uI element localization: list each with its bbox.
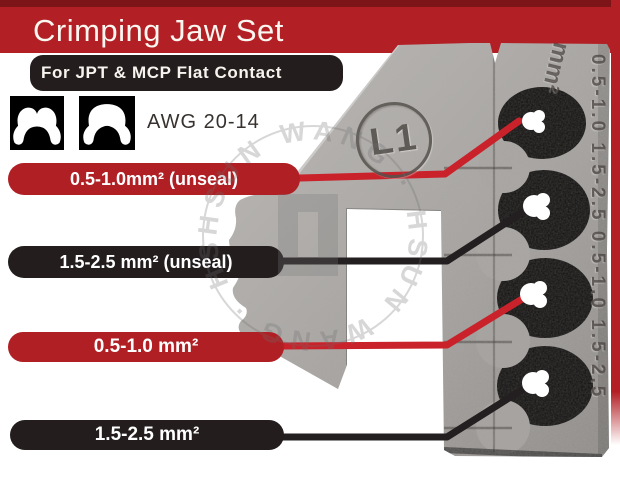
callout-pill-2: 1.5-2.5 mm² (unseal) (8, 246, 284, 278)
jaw-sizes-engraving: 0.5-1.0 1.5-2.5 0.5-1.0 1.5-2.5 (587, 54, 608, 400)
hsun-wang-watermark: HSUN WANG · HSUN WANG · HSUN WANG · (190, 118, 434, 357)
header-band-top-edge (0, 0, 620, 7)
page-title: Crimping Jaw Set (33, 13, 284, 48)
callout-pill-3: 0.5-1.0 mm² (8, 332, 284, 362)
callout-pill-4: 1.5-2.5 mm² (10, 420, 284, 450)
crimp-profile-double-icon (10, 96, 64, 150)
leader-line-3 (277, 292, 531, 350)
cavity-highlights (520, 110, 550, 397)
callout-leader-lines (276, 117, 533, 441)
leader-line-4 (277, 382, 532, 441)
watermark-arc-text: HSUN WANG · HSUN WANG · HSUN WANG · (190, 118, 427, 357)
callout-pill-1: 0.5-1.0mm² (unseal) (8, 163, 300, 195)
svg-text:HSUN WANG · HSUN WANG · HSUN W: HSUN WANG · HSUN WANG · HSUN WANG · (190, 118, 434, 357)
right-red-stripe (611, 0, 620, 445)
leader-line-2 (276, 204, 533, 265)
awg-range-label: AWG 20-14 (147, 111, 260, 133)
leader-line-1 (296, 117, 523, 182)
crimp-profile-single-icon (79, 96, 135, 150)
subtitle-text: For JPT & MCP Flat Contact (41, 63, 283, 82)
watermark-monogram (278, 194, 338, 276)
subtitle-pill: For JPT & MCP Flat Contact (30, 55, 343, 91)
